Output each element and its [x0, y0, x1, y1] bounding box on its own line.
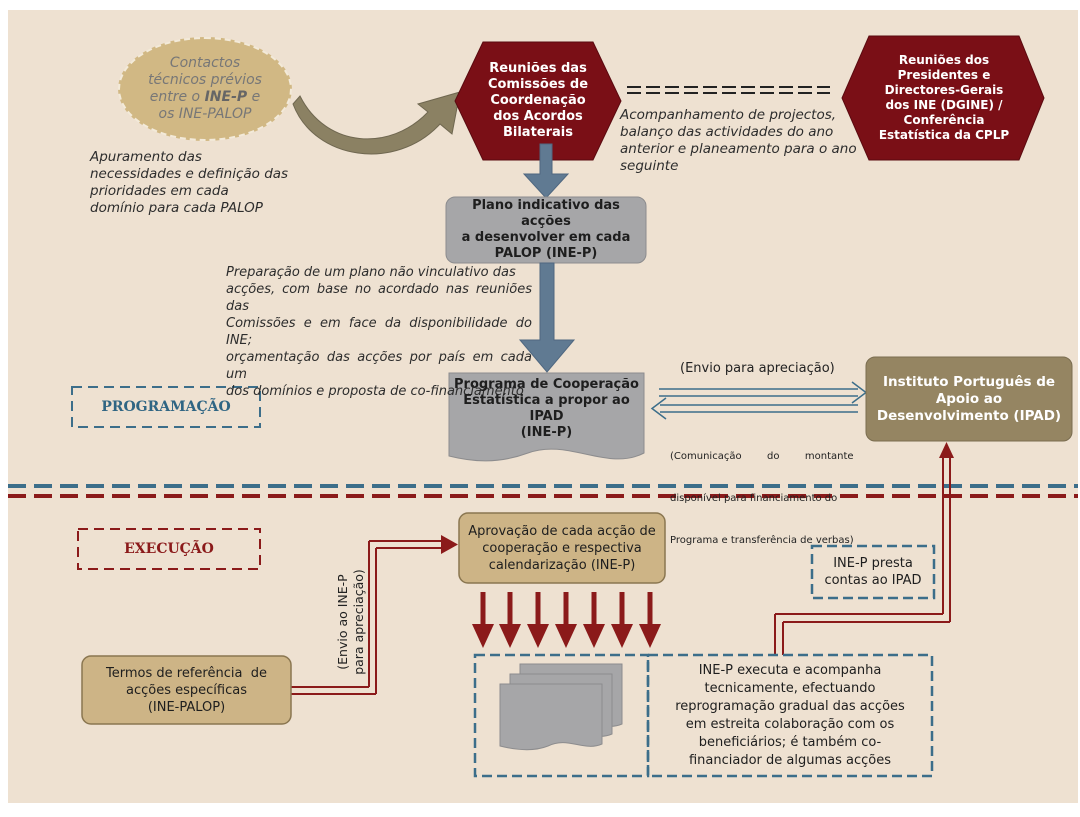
box-termos-line: acções específicas: [126, 682, 247, 698]
hex-line: Reuniões das: [489, 61, 587, 76]
box-ipad: Instituto Português de Apoio ao Desenvol…: [866, 357, 1072, 441]
note-acompanhamento: Acompanhamento de projectos, balanço das…: [620, 107, 860, 175]
stacked-documents-icon: [499, 663, 623, 751]
oval-line-4: os INE-PALOP: [158, 106, 252, 122]
note-apuramento-line: Apuramento das: [90, 149, 202, 165]
note-preparacao-line: Preparação de um plano não vinculativo d…: [226, 265, 516, 280]
box-termos-line: Termos de referência de: [106, 665, 267, 681]
label-envio-apreciacao: (Envio para apreciação): [680, 361, 835, 376]
box-aprovacao: Aprovação de cada acção de cooperação e …: [459, 513, 665, 583]
box-plano-line: Plano indicativo das acções: [472, 198, 620, 229]
box-aprovacao-line: calendarização (INE-P): [488, 557, 636, 573]
label-comunicacao-line: Programa e transferência de verbas): [670, 535, 854, 546]
box-ipad-line: Desenvolvimento (IPAD): [876, 407, 1062, 424]
hexagon-reunioes-presidentes-text: Reuniões dos Presidentes e Directores-Ge…: [858, 42, 1030, 154]
arrow-down-2: [518, 262, 576, 373]
box-executa-line: em estreita colaboração com os: [685, 717, 895, 732]
note-preparacao-line: orçamentação das acções por país em cada…: [226, 350, 532, 382]
presta-contas-line: contas ao IPAD: [824, 573, 922, 588]
label-envio-ine: (Envio ao INE-P para apreciação): [335, 542, 371, 702]
hex-line: Conferência: [903, 113, 985, 127]
note-apuramento: Apuramento das necessidades e definição …: [90, 149, 290, 217]
hex-line: Coordenação: [490, 93, 586, 108]
oval-line-3-bold: INE-P: [204, 89, 248, 105]
hex-line: Bilaterais: [502, 125, 573, 140]
hexagon-reunioes-comissoes: [454, 41, 622, 161]
box-executa-line: INE-P executa e acompanha: [698, 663, 882, 678]
oval-line-2: técnicos prévios: [148, 72, 262, 88]
hex-line: Directores-Gerais: [884, 83, 1004, 97]
label-comunicacao: (Comunicação do montante disponível para…: [670, 422, 864, 576]
box-termos: Termos de referência de acções específic…: [82, 656, 291, 724]
note-acompanhamento-line: anterior e planeamento para o ano: [620, 141, 857, 157]
note-preparacao-line: Comissões e em face da disponibilidade d…: [226, 316, 532, 348]
note-acompanhamento-line: balanço das actividades do ano: [620, 124, 834, 140]
hex-line: Comissões de: [487, 77, 589, 92]
box-programa: Programa de Cooperação Estatística a pro…: [449, 377, 644, 440]
label-programacao: PROGRAMAÇÃO: [101, 399, 231, 415]
hex-line: dos Acordos: [493, 109, 583, 124]
box-programa-line: Programa de Cooperação: [454, 377, 639, 392]
box-executa-line: financiador de algumas acções: [688, 753, 891, 768]
label-comunicacao-line: (Comunicação do montante: [670, 451, 854, 462]
label-presta-contas: INE-P presta contas ao IPAD: [812, 546, 934, 598]
box-plano-line: PALOP (INE-P): [494, 246, 598, 261]
curved-arrow: [292, 91, 461, 155]
note-apuramento-line: necessidades e definição das: [90, 166, 289, 182]
box-executa-line: beneficiários; é também co-: [698, 735, 882, 750]
hexagon-reunioes-comissoes-text: Reuniões das Comissões de Coordenação do…: [468, 48, 608, 154]
oval-line-3-pre: entre o: [149, 89, 205, 105]
note-apuramento-line: domínio para cada PALOP: [90, 200, 263, 216]
presta-contas-line: INE-P presta: [833, 556, 913, 571]
box-executa-line: tecnicamente, efectuando: [704, 681, 876, 696]
contact-oval: Contactos técnicos prévios entre o INE-P…: [118, 37, 292, 141]
box-programa-line: Estatística a propor ao IPAD: [463, 393, 630, 424]
diagram-canvas: Contactos técnicos prévios entre o INE-P…: [8, 10, 1078, 803]
box-termos-line: (INE-PALOP): [147, 699, 226, 715]
label-comunicacao-line: disponível para financiamento do: [670, 493, 838, 504]
box-executa: INE-P executa e acompanha tecnicamente, …: [648, 658, 932, 774]
box-programa-line: (INE-P): [520, 425, 573, 440]
box-ipad-line: Apoio ao: [935, 390, 1003, 407]
box-plano-line: a desenvolver em cada: [461, 230, 631, 245]
hex-line: Presidentes e: [897, 68, 991, 82]
hex-line: Estatística da CPLP: [878, 128, 1010, 142]
note-preparacao-line: dos domínios e proposta de co-financiame…: [226, 384, 524, 399]
box-aprovacao-line: cooperação e respectiva: [482, 540, 642, 556]
box-executa-line: reprogramação gradual das acções: [675, 699, 905, 714]
down-arrows-row: [480, 592, 653, 628]
document-programa: [448, 372, 645, 462]
oval-line-1: Contactos: [169, 55, 241, 71]
connector-layer: [8, 35, 1078, 778]
note-preparacao: Preparação de um plano não vinculativo d…: [226, 264, 532, 400]
box-plano: Plano indicativo das acções a desenvolve…: [446, 197, 646, 263]
note-preparacao-line: acções, com base no acordado nas reuniõe…: [226, 282, 532, 314]
hex-line: Reuniões dos: [898, 53, 990, 67]
oval-line-3-post: e: [247, 89, 261, 105]
envio-ine-line: (Envio ao INE-P: [335, 574, 350, 670]
box-ipad-line: Instituto Português de: [882, 373, 1056, 390]
box-aprovacao-line: Aprovação de cada acção de: [468, 523, 656, 539]
label-execucao: EXECUÇÃO: [124, 541, 214, 557]
hex-line: dos INE (DGINE) /: [885, 98, 1003, 112]
envio-ine-line: para apreciação): [351, 569, 366, 675]
note-apuramento-line: prioridades em cada: [90, 183, 229, 199]
note-acompanhamento-line: Acompanhamento de projectos,: [620, 107, 837, 123]
arrow-down-1: [522, 143, 570, 199]
hexagon-reunioes-presidentes: [841, 35, 1045, 161]
note-acompanhamento-line: seguinte: [620, 158, 679, 174]
